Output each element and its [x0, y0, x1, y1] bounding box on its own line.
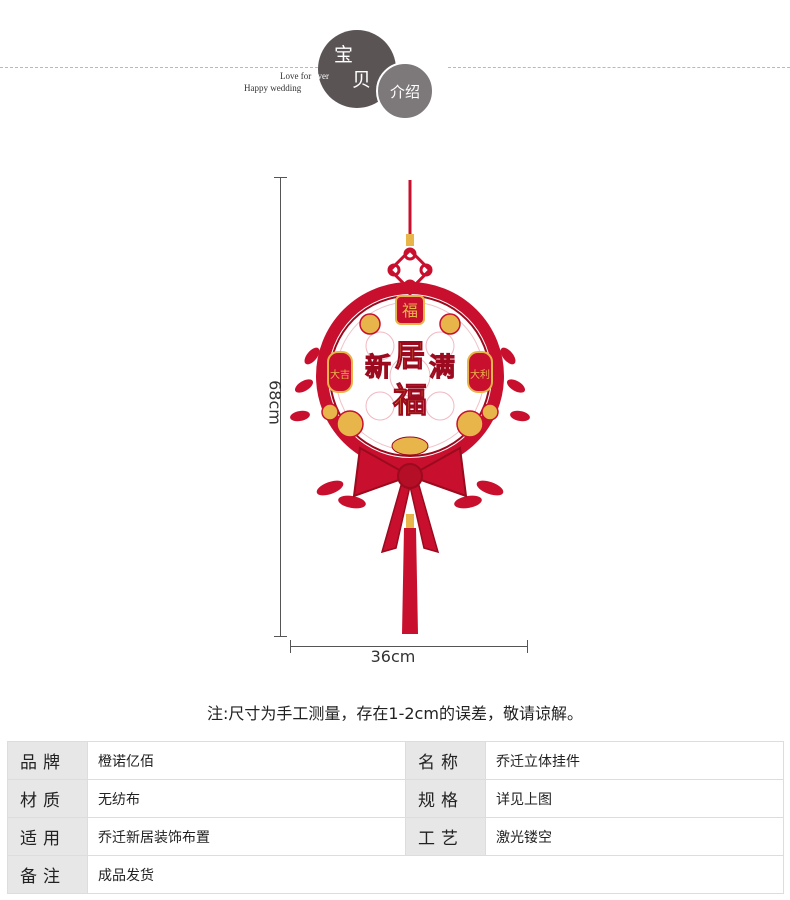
size-note: 注:尺寸为手工测量，存在1-2cm的误差，敬请谅解。	[207, 704, 583, 723]
red-bow	[352, 446, 468, 554]
love-prefix: Love for	[280, 71, 312, 81]
lattice	[365, 331, 455, 421]
height-dimension-line	[280, 177, 281, 637]
header-divider-right	[448, 67, 790, 68]
table-row: 备注 成品发货	[7, 855, 784, 894]
table-row: 适用 乔迁新居装饰布置 工艺 激光镂空	[7, 817, 784, 856]
width-label: 36cm	[370, 647, 416, 666]
cord-bead	[406, 234, 414, 246]
spec-table: 品牌 橙诺亿佰 名称 乔迁立体挂件 材质 无纺布 规格 详见上图 适用 乔迁新居…	[7, 741, 784, 894]
spec-value: 激光镂空	[485, 817, 784, 856]
left-tag-text: 大吉	[330, 368, 350, 381]
spec-key: 名称	[405, 741, 486, 780]
love-forever-text: Love for ever	[280, 71, 329, 81]
width-cap-right	[527, 640, 528, 653]
char-ju: 居	[395, 339, 425, 374]
top-badge	[395, 295, 425, 325]
right-tag-text: 大利	[470, 368, 490, 381]
spec-key: 适用	[7, 817, 88, 856]
spec-key: 规格	[405, 779, 486, 818]
left-tag	[327, 351, 353, 393]
spec-key: 工艺	[405, 817, 486, 856]
spec-value: 橙诺亿佰	[87, 741, 406, 780]
height-cap-top	[274, 177, 287, 178]
tassel	[402, 528, 418, 634]
spec-value: 无纺布	[87, 779, 406, 818]
spec-value: 乔迁立体挂件	[485, 741, 784, 780]
spec-key: 品牌	[7, 741, 88, 780]
spec-value: 成品发货	[87, 855, 784, 894]
title-char-2: 贝	[352, 69, 372, 91]
title-char-1: 宝	[334, 44, 354, 66]
spec-key: 备注	[7, 855, 88, 894]
right-tag	[467, 351, 493, 393]
love-suffix: ever	[313, 71, 330, 81]
spec-value: 乔迁新居装饰布置	[87, 817, 406, 856]
gold-flowers	[321, 313, 499, 438]
spec-key: 材质	[7, 779, 88, 818]
happy-wedding-text: Happy wedding	[244, 83, 302, 93]
subtitle-circle: 介绍	[376, 62, 434, 120]
spec-value: 详见上图	[485, 779, 784, 818]
table-row: 品牌 橙诺亿佰 名称 乔迁立体挂件	[7, 741, 784, 780]
table-row: 材质 无纺布 规格 详见上图	[7, 779, 784, 818]
side-leaves	[290, 347, 530, 509]
subtitle-text: 介绍	[389, 82, 420, 101]
header-divider-left	[0, 67, 318, 68]
char-fu: 福	[392, 381, 427, 421]
height-cap-bottom	[274, 636, 287, 637]
char-man: 满	[429, 353, 455, 383]
tassel-cap	[406, 514, 414, 528]
char-xin: 新	[365, 352, 391, 383]
top-badge-text: 福	[402, 301, 418, 320]
width-dimension-line	[290, 646, 528, 647]
height-label: 68cm	[265, 380, 285, 425]
gold-ingot	[391, 436, 429, 456]
product-image: 福 大吉 大利 新 居 满 福	[290, 180, 530, 634]
width-cap-left	[290, 640, 291, 653]
